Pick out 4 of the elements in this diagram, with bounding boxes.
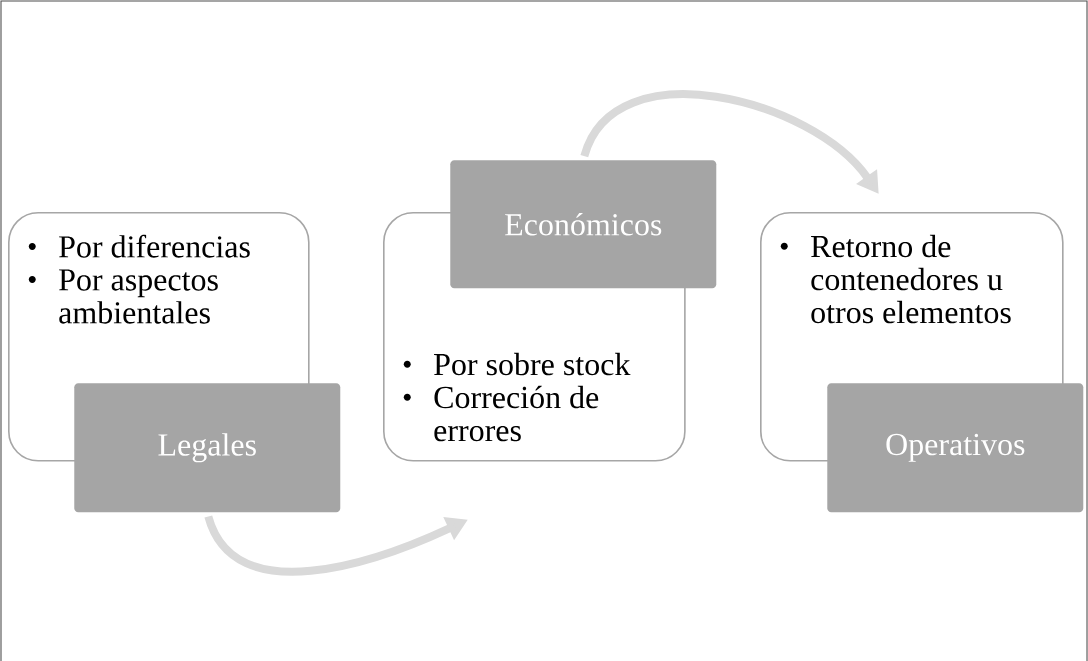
category-box: Económicos xyxy=(450,160,717,289)
category-box: Operativos xyxy=(827,383,1084,513)
node-label: Operativos xyxy=(886,433,1025,462)
category-box: Legales xyxy=(74,383,341,513)
